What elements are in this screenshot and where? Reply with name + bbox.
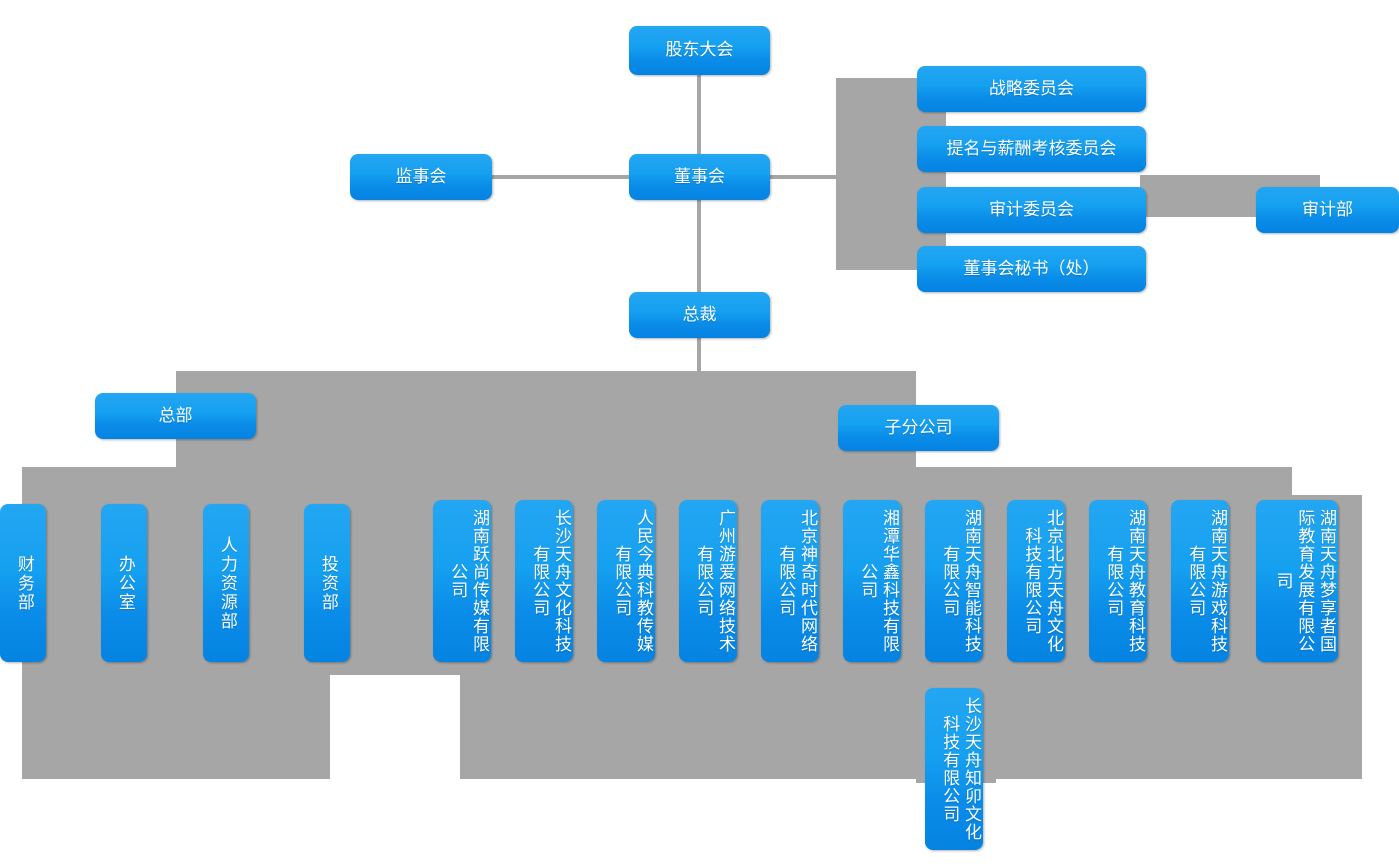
node-president[interactable]: 总裁 — [629, 292, 770, 338]
node-subsidiary-xiangtan-huaxin[interactable]: 湘潭华鑫科技有限公司 — [843, 500, 901, 662]
plate-notch-center — [330, 675, 460, 785]
node-subsidiary-renmin-jindian[interactable]: 人民今典科教传媒有限公司 — [597, 500, 655, 662]
node-hq-dept-investment[interactable]: 投资部 — [304, 504, 350, 662]
node-subsidiary-changsha-tianzhou-zhimao[interactable]: 长沙天舟知卯文化科技有限公司 — [925, 688, 983, 850]
node-subsidiary-beijing-shenqi-shidai[interactable]: 北京神奇时代网络有限公司 — [761, 500, 819, 662]
node-subsidiaries[interactable]: 子分公司 — [838, 405, 999, 451]
node-committee-nomination-compensation[interactable]: 提名与薪酬考核委员会 — [917, 126, 1146, 172]
node-committee-audit[interactable]: 审计委员会 — [917, 187, 1146, 233]
branch-plate-upper — [176, 371, 916, 467]
node-subsidiary-guangzhou-youai[interactable]: 广州游爱网络技术有限公司 — [679, 500, 737, 662]
node-shareholders-meeting[interactable]: 股东大会 — [629, 26, 770, 75]
node-subsidiary-mengxiangzhe-international-education[interactable]: 湖南天舟梦享者国际教育发展有限公司 — [1256, 500, 1338, 662]
node-hq-dept-human-resources[interactable]: 人力资源部 — [203, 504, 249, 662]
node-board-of-directors[interactable]: 董事会 — [629, 154, 770, 200]
line-president-to-groups — [697, 338, 701, 378]
node-board-secretary-office[interactable]: 董事会秘书（处） — [917, 246, 1146, 292]
node-board-of-supervisors[interactable]: 监事会 — [350, 154, 492, 200]
line-board-to-president — [697, 199, 701, 292]
node-subsidiary-hunan-tianzhou-intelligence[interactable]: 湖南天舟智能科技有限公司 — [925, 500, 983, 662]
node-hq-dept-office[interactable]: 办公室 — [101, 504, 147, 662]
node-subsidiary-changsha-tianzhou-culture[interactable]: 长沙天舟文化科技有限公司 — [515, 500, 573, 662]
node-subsidiary-hunan-tianzhou-games[interactable]: 湖南天舟游戏科技有限公司 — [1171, 500, 1229, 662]
line-shareholders-to-board — [697, 74, 701, 154]
node-committee-strategy[interactable]: 战略委员会 — [917, 66, 1146, 112]
line-supervisors-to-board — [492, 175, 630, 179]
node-hq-dept-finance[interactable]: 财务部 — [0, 504, 46, 662]
node-audit-department[interactable]: 审计部 — [1256, 187, 1399, 233]
node-headquarters[interactable]: 总部 — [95, 393, 256, 439]
line-board-to-committees — [770, 175, 840, 179]
node-subsidiary-beijing-beifang-tianzhou[interactable]: 北京北方天舟文化科技有限公司 — [1007, 500, 1065, 662]
node-subsidiary-hunan-tianzhou-education[interactable]: 湖南天舟教育科技有限公司 — [1089, 500, 1147, 662]
node-subsidiary-yuesheng-media[interactable]: 湖南跃尚传媒有限公司 — [433, 500, 491, 662]
